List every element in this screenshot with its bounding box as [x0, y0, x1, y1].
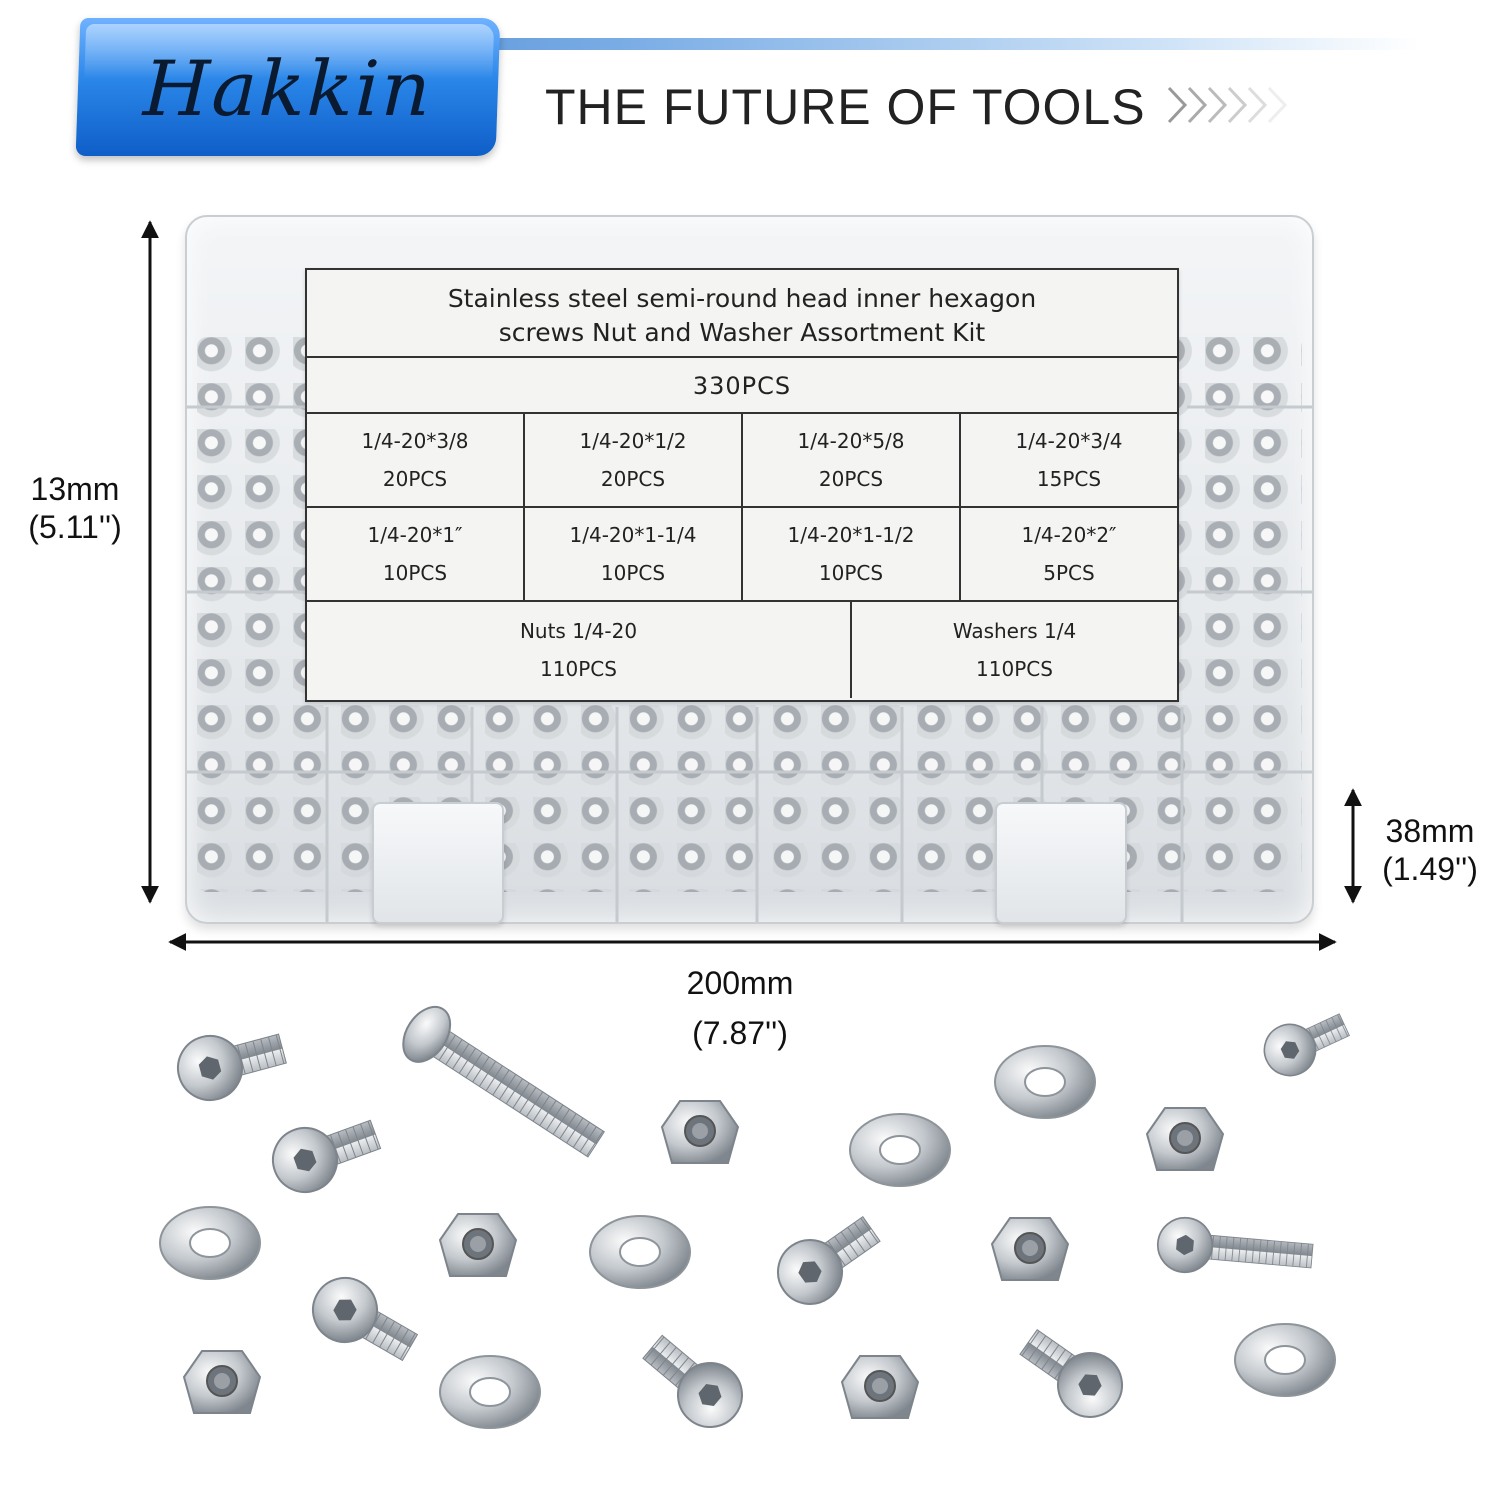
- depth-mm: 38mm: [1385, 813, 1475, 849]
- cell-size: 1/4-20*5/8: [797, 429, 905, 453]
- cell-size: Washers 1/4: [952, 619, 1077, 643]
- cell-qty: 15PCS: [1036, 467, 1102, 491]
- label-cell: 1/4-20*1-1/2 10PCS: [743, 508, 961, 602]
- label-cell: 1/4-20*1/2 20PCS: [525, 414, 743, 508]
- cell-qty: 10PCS: [818, 561, 884, 585]
- nut-part: [183, 1350, 261, 1414]
- screw-part: [1154, 1214, 1316, 1285]
- cell-qty: 110PCS: [540, 657, 617, 681]
- cell-qty: 10PCS: [382, 561, 448, 585]
- label-title-line1: Stainless steel semi-round head inner he…: [447, 284, 1037, 313]
- cell-qty: 20PCS: [600, 467, 666, 491]
- screw-part: [262, 1103, 388, 1203]
- cell-qty: 10PCS: [600, 561, 666, 585]
- cell-size: 1/4-20*1-1/2: [787, 523, 915, 547]
- washer-part: [849, 1113, 951, 1187]
- washer-part: [994, 1045, 1096, 1119]
- label-cell: 1/4-20*3/4 15PCS: [961, 414, 1177, 508]
- cell-qty: 110PCS: [976, 657, 1053, 681]
- nut-part: [841, 1355, 919, 1419]
- screw-part: [169, 1016, 292, 1109]
- screw-part: [1255, 1000, 1356, 1085]
- tagline: THE FUTURE OF TOOLS: [545, 79, 1146, 135]
- label-title: Stainless steel semi-round head inner he…: [307, 270, 1177, 358]
- product-label-card: Stainless steel semi-round head inner he…: [305, 268, 1179, 702]
- nut-part: [991, 1217, 1069, 1281]
- label-cell: 1/4-20*5/8 20PCS: [743, 414, 961, 508]
- label-cell: 1/4-20*2″ 5PCS: [961, 508, 1177, 602]
- label-cell: 1/4-20*1″ 10PCS: [307, 508, 525, 602]
- nut-part: [439, 1213, 517, 1277]
- chevrons-icon: [1167, 86, 1288, 124]
- label-total: 330PCS: [307, 358, 1177, 414]
- cell-size: 1/4-20*3/4: [1015, 429, 1123, 453]
- washer-part: [159, 1206, 261, 1280]
- cell-size: 1/4-20*3/8: [361, 429, 469, 453]
- height-in: (5.11''): [28, 509, 122, 545]
- cell-size: Nuts 1/4-20: [519, 619, 638, 643]
- width-mm: 200mm: [686, 965, 794, 1001]
- height-label: 13mm (5.11''): [10, 470, 140, 546]
- cell-size: 1/4-20*1/2: [579, 429, 687, 453]
- washer-part: [589, 1215, 691, 1289]
- washer-part: [439, 1355, 541, 1429]
- height-mm: 13mm: [30, 471, 120, 507]
- long-bolt-part: [392, 997, 614, 1171]
- washer-part: [1234, 1323, 1336, 1397]
- box-latch-left[interactable]: [372, 802, 504, 924]
- box-latch-right[interactable]: [995, 802, 1127, 924]
- cell-qty: 5PCS: [1043, 561, 1095, 585]
- label-cell: 1/4-20*1-1/4 10PCS: [525, 508, 743, 602]
- cell-qty: 20PCS: [382, 467, 448, 491]
- nut-part: [661, 1100, 739, 1164]
- label-cell-washers: Washers 1/4 110PCS: [852, 602, 1177, 698]
- screw-part: [630, 1321, 757, 1442]
- label-row-3: Nuts 1/4-20 110PCS Washers 1/4 110PCS: [307, 602, 1177, 698]
- width-label: 200mm (7.87''): [640, 958, 840, 1058]
- width-in: (7.87''): [692, 1015, 788, 1051]
- label-cell-nuts: Nuts 1/4-20 110PCS: [307, 602, 852, 698]
- label-row-2: 1/4-20*1″ 10PCS 1/4-20*1-1/4 10PCS 1/4-20*…: [307, 508, 1177, 602]
- screw-part: [1009, 1314, 1136, 1431]
- cell-size: 1/4-20*1″: [367, 523, 463, 547]
- depth-label: 38mm (1.49''): [1365, 812, 1495, 888]
- cell-size: 1/4-20*1-1/4: [569, 523, 697, 547]
- label-title-line2: screws Nut and Washer Assortment Kit: [498, 318, 986, 347]
- label-row-1: 1/4-20*3/8 20PCS 1/4-20*1/2 20PCS 1/4-20*5…: [307, 414, 1177, 508]
- label-cell: 1/4-20*3/8 20PCS: [307, 414, 525, 508]
- depth-in: (1.49''): [1382, 851, 1478, 887]
- screw-part: [764, 1201, 891, 1318]
- nut-part: [1146, 1107, 1224, 1171]
- cell-size: 1/4-20*2″: [1021, 523, 1117, 547]
- cell-qty: 20PCS: [818, 467, 884, 491]
- screw-part: [300, 1265, 427, 1377]
